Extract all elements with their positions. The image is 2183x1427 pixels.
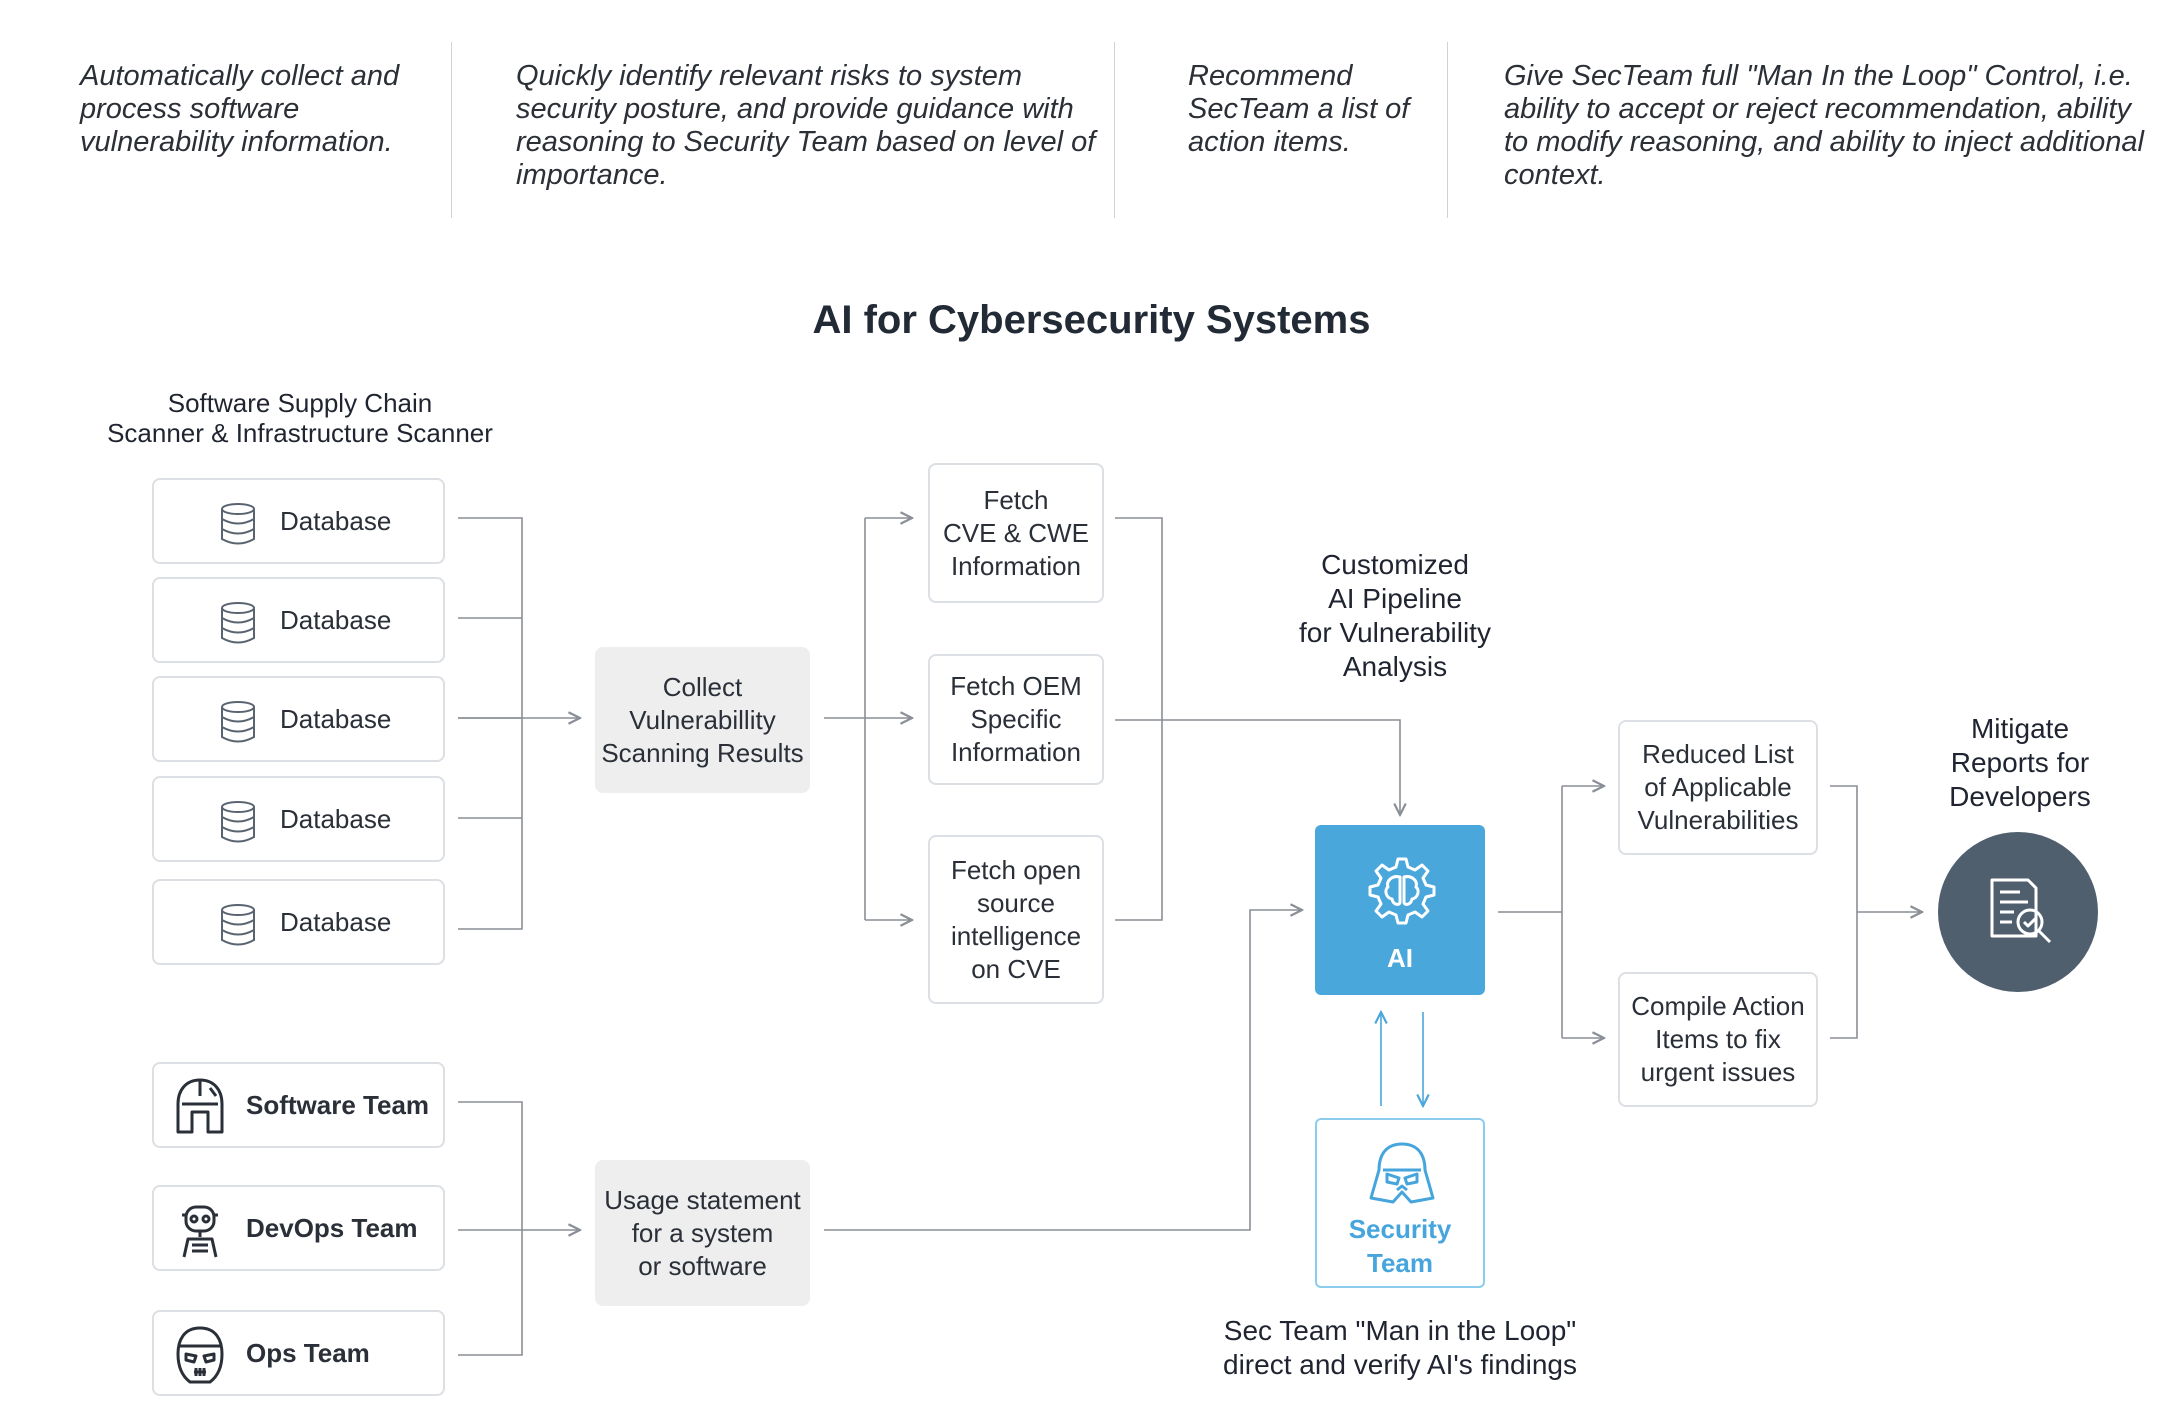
database-icon bbox=[221, 602, 255, 644]
stormtrooper-icon bbox=[176, 1326, 224, 1384]
fetch-cve-cwe-box[interactable]: Fetch CVE & CWE Information bbox=[928, 463, 1104, 603]
database-icon bbox=[221, 904, 255, 946]
robot-icon bbox=[182, 1205, 218, 1258]
mitigate-heading: Mitigate Reports for Developers bbox=[1949, 713, 2091, 812]
mitigate-node[interactable] bbox=[1938, 832, 2098, 992]
database-box[interactable]: Database bbox=[152, 776, 445, 862]
devops-team-label: DevOps Team bbox=[246, 1212, 418, 1243]
usage-statement-box[interactable]: Usage statement for a system or software bbox=[595, 1160, 810, 1306]
ops-team-label: Ops Team bbox=[246, 1337, 370, 1368]
fetch-oem-box[interactable]: Fetch OEM Specific Information bbox=[928, 654, 1104, 785]
database-icon bbox=[221, 801, 255, 843]
intro-text-2: Quickly identify relevant risks to syste… bbox=[516, 60, 1096, 191]
reduced-list-box[interactable]: Reduced List of Applicable Vulnerabiliti… bbox=[1618, 720, 1818, 855]
action-items-box[interactable]: Compile Action Items to fix urgent issue… bbox=[1618, 972, 1818, 1107]
software-team-label: Software Team bbox=[246, 1089, 430, 1120]
database-box[interactable]: Database bbox=[152, 577, 445, 663]
intro-divider bbox=[1447, 42, 1448, 218]
database-icon bbox=[221, 701, 255, 743]
database-label: Database bbox=[280, 803, 392, 834]
diagram-title: AI for Cybersecurity Systems bbox=[812, 298, 1371, 342]
security-team-label: Security Team bbox=[1348, 1214, 1452, 1278]
database-label: Database bbox=[280, 604, 392, 635]
fetch-oem-label: Fetch OEM Specific Information bbox=[950, 671, 1082, 767]
devops-team-box[interactable]: DevOps Team bbox=[152, 1185, 445, 1271]
intro-divider bbox=[1114, 42, 1115, 218]
intro-divider bbox=[451, 42, 452, 218]
database-box[interactable]: Database bbox=[152, 676, 445, 762]
fetch-osint-box[interactable]: Fetch open source intelligence on CVE bbox=[928, 835, 1104, 1004]
brain-gear-icon bbox=[1368, 857, 1436, 925]
scanner-heading: Software Supply Chain Scanner & Infrastr… bbox=[107, 388, 493, 448]
database-box[interactable]: Database bbox=[152, 478, 445, 564]
database-label: Database bbox=[280, 906, 392, 937]
action-items-label: Compile Action Items to fix urgent issue… bbox=[1631, 991, 1805, 1087]
loop-caption: Sec Team "Man in the Loop" direct and ve… bbox=[1223, 1315, 1577, 1380]
ai-label: AI bbox=[1387, 943, 1413, 973]
database-label: Database bbox=[280, 703, 392, 734]
database-icon bbox=[221, 503, 255, 545]
fetch-osint-label: Fetch open source intelligence on CVE bbox=[950, 854, 1082, 984]
bounty-hunter-helmet-icon bbox=[176, 1078, 224, 1134]
security-team-node[interactable]: Security Team bbox=[1315, 1118, 1485, 1288]
darth-vader-icon bbox=[1369, 1142, 1435, 1204]
report-magnifier-icon bbox=[1990, 878, 2052, 944]
intro-text-4: Give SecTeam full "Man In the Loop" Cont… bbox=[1504, 60, 2144, 191]
ops-team-box[interactable]: Ops Team bbox=[152, 1310, 445, 1396]
software-team-box[interactable]: Software Team bbox=[152, 1062, 445, 1148]
usage-statement-label: Usage statement for a system or software bbox=[604, 1184, 801, 1281]
fetch-cve-cwe-label: Fetch CVE & CWE Information bbox=[943, 484, 1089, 581]
collect-results-label: Collect Vulnerabillity Scanning Results bbox=[601, 671, 804, 768]
pipeline-heading: Customized AI Pipeline for Vulnerability… bbox=[1299, 549, 1491, 682]
intro-text-1: Automatically collect and process softwa… bbox=[80, 60, 400, 158]
collect-results-box[interactable]: Collect Vulnerabillity Scanning Results bbox=[595, 647, 810, 793]
intro-text-3: Recommend SecTeam a list of action items… bbox=[1188, 60, 1410, 158]
ai-node[interactable]: AI bbox=[1315, 825, 1485, 995]
reduced-list-label: Reduced List of Applicable Vulnerabiliti… bbox=[1637, 739, 1799, 835]
database-box[interactable]: Database bbox=[152, 879, 445, 965]
database-label: Database bbox=[280, 505, 392, 536]
